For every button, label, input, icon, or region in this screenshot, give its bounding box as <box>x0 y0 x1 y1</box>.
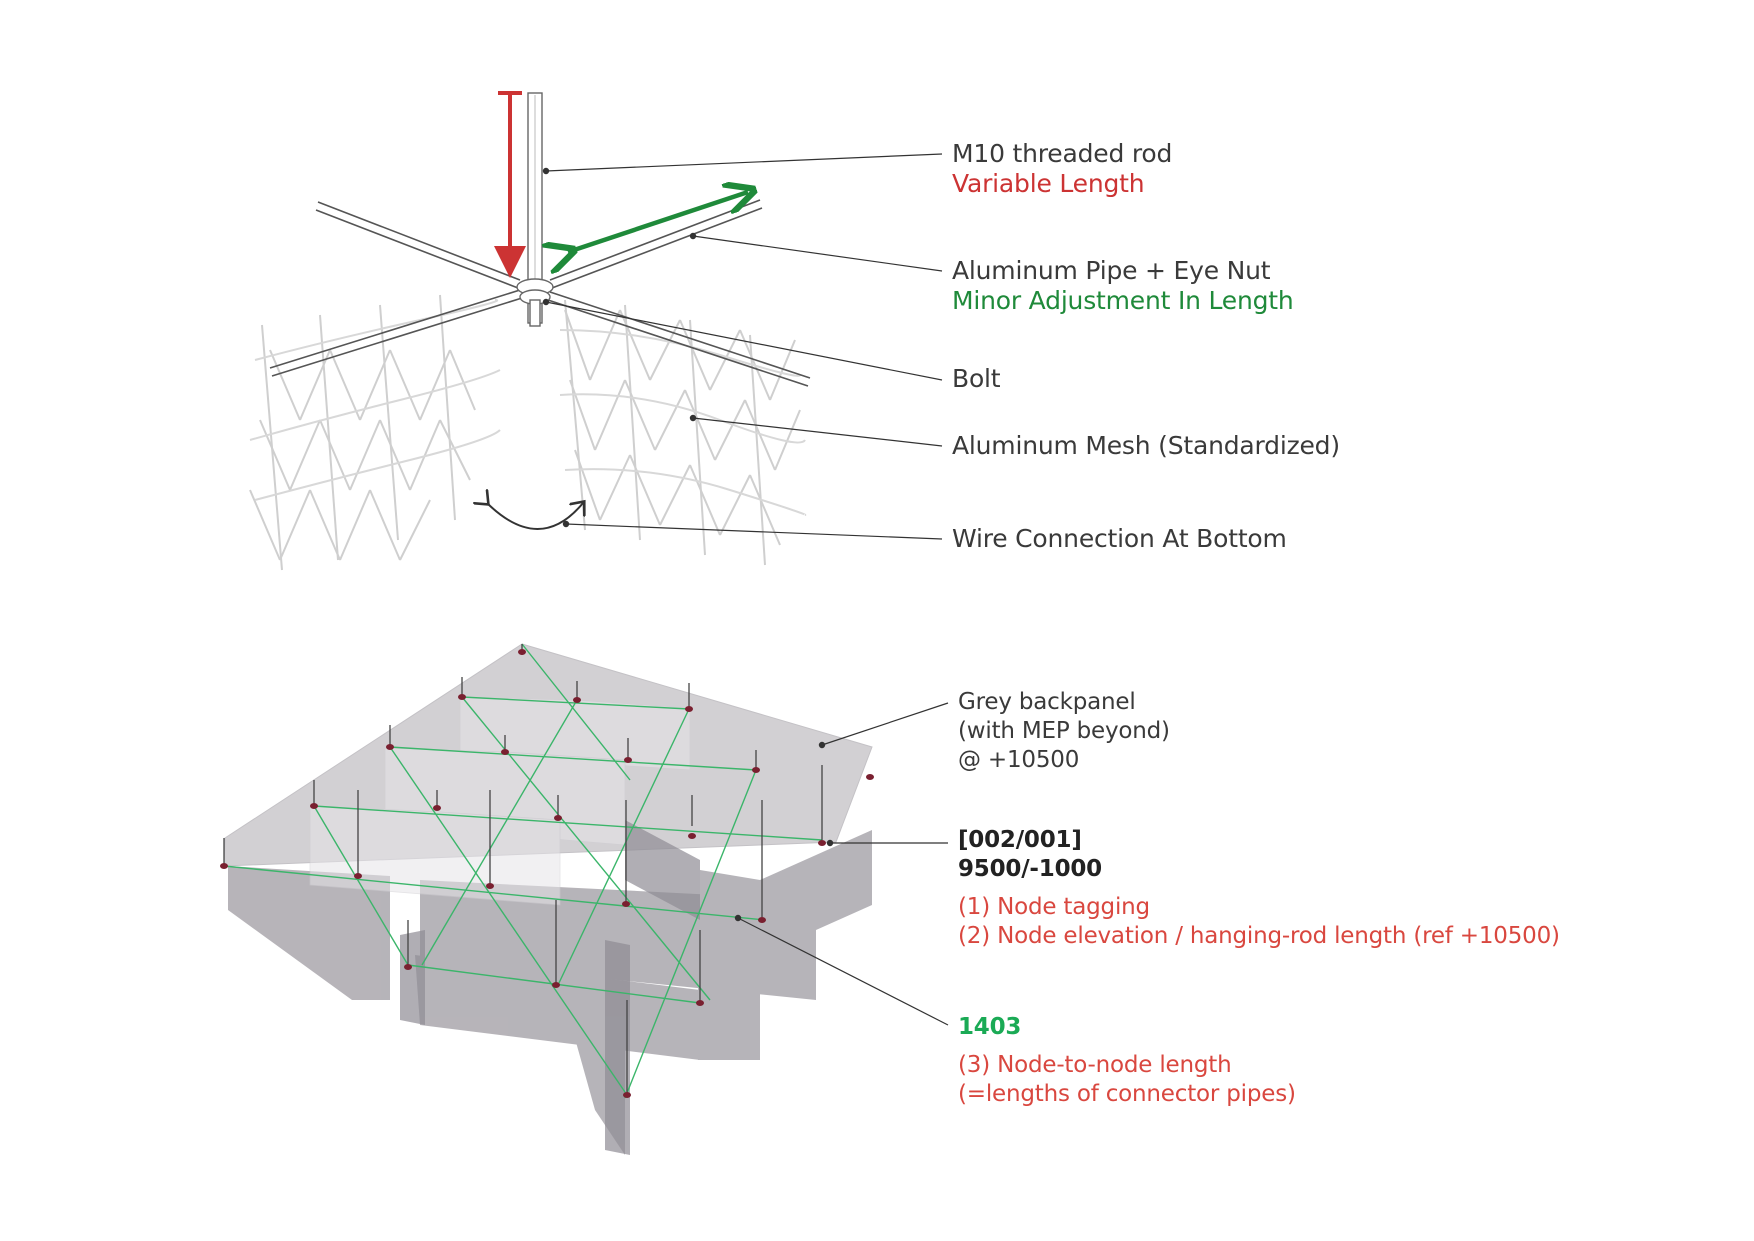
hanging-rods <box>223 644 823 1095</box>
node-note1-label: (1) Node tagging <box>958 894 1150 920</box>
minor-adjustment-arrow <box>568 192 748 252</box>
node-tag-label: [002/001] <box>958 827 1082 853</box>
aluminum-mesh-left <box>249 294 501 571</box>
eye-nut <box>516 278 554 327</box>
node-elevation-label: 9500/-1000 <box>958 856 1102 882</box>
node-note2-label: (2) Node elevation / hanging-rod length … <box>958 923 1560 949</box>
length-note2-label: (=lengths of connector pipes) <box>958 1081 1296 1107</box>
aluminum-mesh-right <box>559 299 807 566</box>
backpanel-line1-label: Grey backpanel <box>958 689 1136 715</box>
length-value-label: 1403 <box>958 1014 1022 1040</box>
backpanel-line2-label: (with MEP beyond) <box>958 718 1170 744</box>
node-markers <box>220 649 874 1098</box>
backpanel-3d-drawing <box>220 643 949 1155</box>
pipe-note-label: Minor Adjustment In Length <box>952 286 1294 315</box>
backpanel-line3-label: @ +10500 <box>958 747 1080 773</box>
bolt-label: Bolt <box>952 364 1001 393</box>
top-leader-lines <box>542 153 943 540</box>
wire-connection-arc <box>487 503 583 530</box>
vertical-fins <box>228 830 872 1155</box>
green-grid-lines <box>223 643 823 1099</box>
wire-label: Wire Connection At Bottom <box>952 524 1287 553</box>
length-note1-label: (3) Node-to-node length <box>958 1052 1232 1078</box>
mesh-label: Aluminum Mesh (Standardized) <box>952 431 1340 460</box>
node-assembly-drawing <box>249 91 943 571</box>
bottom-leader-lines <box>734 702 949 1026</box>
rod-note-label: Variable Length <box>952 169 1145 198</box>
translucent-grid <box>309 696 691 906</box>
variable-length-arrow <box>494 91 526 278</box>
pipe-title-label: Aluminum Pipe + Eye Nut <box>952 256 1271 285</box>
rod-title-label: M10 threaded rod <box>952 139 1173 168</box>
